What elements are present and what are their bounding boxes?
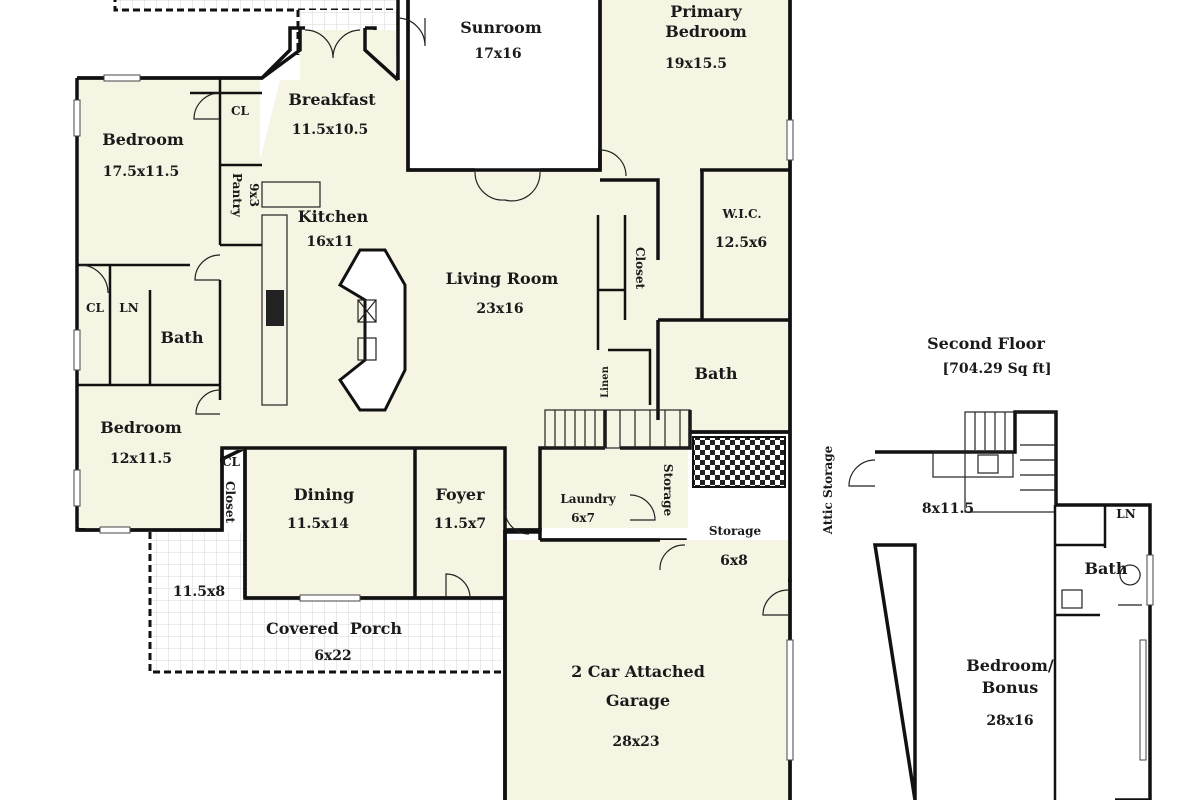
kitchen-island <box>337 248 407 412</box>
bedroom-2-size: 12x11.5 <box>110 451 172 467</box>
covered-porch-label: Covered Porch <box>266 619 402 638</box>
windows <box>73 74 794 761</box>
garage-area <box>507 540 788 800</box>
sunroom-size: 17x16 <box>474 46 521 62</box>
room-labels: Sunroom 17x16 Primary Bedroom 19x15.5 Br… <box>86 2 1136 750</box>
bedroom-label: Bedroom <box>102 130 184 149</box>
foyer-size: 11.5x7 <box>434 516 486 532</box>
cl-label: CL <box>231 104 250 118</box>
primary-bath-label: Bath <box>695 364 738 383</box>
laundry-label: Laundry <box>560 492 616 506</box>
living-room-label: Living Room <box>446 269 559 288</box>
attic-storage-label: Attic Storage <box>821 445 835 535</box>
second-floor-area: [704.29 Sq ft] <box>943 361 1052 377</box>
covered-porch-size: 6x22 <box>314 648 352 664</box>
primary-bedroom-size: 19x15.5 <box>665 56 727 72</box>
bonus-label-2: Bonus <box>982 678 1038 697</box>
bonus-size: 28x16 <box>986 713 1033 729</box>
hall-bath-label: Bath <box>161 328 204 347</box>
living-room-size: 23x16 <box>476 301 523 317</box>
ln-label: LN <box>119 301 138 315</box>
linen-label: Linen <box>600 365 611 397</box>
breakfast-label: Breakfast <box>288 90 376 109</box>
doors <box>79 17 789 616</box>
pantry-size: 9x3 <box>247 183 261 207</box>
pantry-label: Pantry <box>230 173 244 218</box>
garage-size: 28x23 <box>612 734 659 750</box>
laundry-size: 6x7 <box>571 511 595 525</box>
bonus-label: Bedroom/ <box>966 656 1054 675</box>
garage-label: 2 Car Attached <box>571 662 705 681</box>
kitchen-counter <box>261 181 321 406</box>
foyer-label: Foyer <box>435 485 485 504</box>
primary-bedroom-label-2: Bedroom <box>665 22 747 41</box>
patio-size: 11.5x8 <box>173 584 225 600</box>
storage-size: 6x8 <box>720 553 748 569</box>
closet-2-label: Closet <box>223 481 237 524</box>
dining-label: Dining <box>294 485 354 504</box>
shower-tile <box>692 436 786 488</box>
laundry-storage-label: Storage <box>661 464 675 517</box>
cl-label-2: CL <box>86 301 105 315</box>
breakfast-size: 11.5x10.5 <box>292 122 369 138</box>
loft-size: 8x11.5 <box>922 501 974 517</box>
second-floor-plan <box>848 410 1154 800</box>
kitchen-size: 16x11 <box>306 234 353 250</box>
bedroom-size: 17.5x11.5 <box>103 164 180 180</box>
sunroom-label: Sunroom <box>460 18 542 37</box>
cl-label-3: CL <box>222 455 241 469</box>
garage-label-2: Garage <box>606 691 670 710</box>
primary-bedroom-label: Primary <box>670 2 742 21</box>
kitchen-label: Kitchen <box>298 207 369 226</box>
bedroom-2-label: Bedroom <box>100 418 182 437</box>
ln-label-2: LN <box>1116 507 1135 521</box>
second-floor-title: Second Floor <box>927 334 1045 353</box>
wic-size: 12.5x6 <box>715 235 767 251</box>
bath-label-2: Bath <box>1085 559 1128 578</box>
stairs <box>544 409 691 449</box>
storage-label: Storage <box>709 524 762 538</box>
wic-label: W.I.C. <box>721 207 761 221</box>
dining-size: 11.5x14 <box>287 516 349 532</box>
closet-label: Closet <box>633 247 647 290</box>
